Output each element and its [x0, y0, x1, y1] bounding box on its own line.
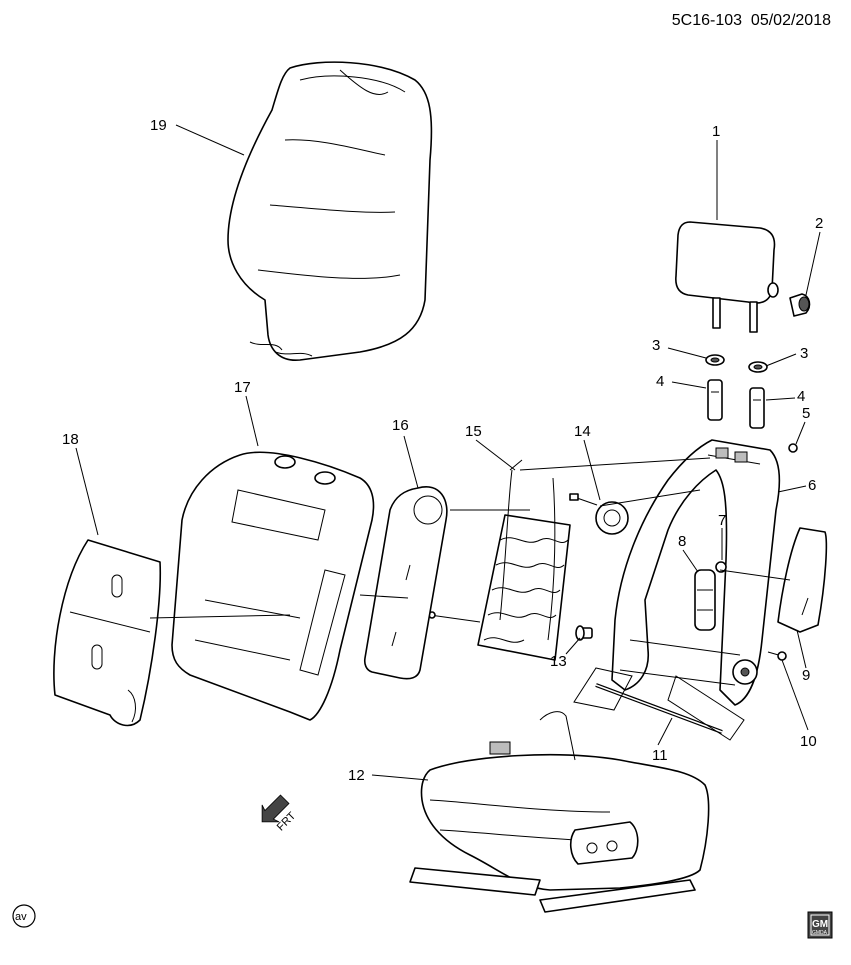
callout-2: 2	[815, 215, 823, 232]
part-3-washers	[705, 354, 768, 373]
diagram-header: 5C16-103 05/02/2018	[672, 12, 831, 30]
front-direction-arrow: FRT	[261, 794, 298, 833]
part-6-seatback-frame	[611, 439, 781, 706]
part-2-guide-cap	[789, 293, 811, 317]
corner-mark: av	[12, 904, 36, 928]
callout-17: 17	[234, 379, 251, 396]
callout-5: 5	[802, 405, 810, 422]
part-17-seatback-pad	[171, 451, 375, 721]
part-13-bolt	[575, 625, 593, 641]
callout-15: 15	[465, 423, 482, 440]
gm-logo: GM GMDA	[807, 911, 833, 939]
part-7-nut	[715, 561, 727, 573]
callout-11: 11	[652, 747, 668, 764]
part-9-trim-panel	[777, 527, 828, 633]
part-4-guides	[707, 379, 765, 429]
callout-19: 19	[150, 117, 167, 134]
part-1-headrest	[675, 221, 779, 333]
callout-18: 18	[62, 431, 79, 448]
gm-logo-subtext: GMDA	[812, 930, 828, 936]
part-8-actuator	[694, 569, 716, 631]
corner-mark-label: av	[15, 911, 27, 923]
callout-16: 16	[392, 417, 409, 434]
diagram-id: 5C16-103	[671, 12, 743, 29]
callout-8: 8	[678, 533, 686, 550]
callout-4-left: 4	[656, 373, 664, 390]
diagram-date: 05/02/2018	[750, 12, 831, 29]
callout-6: 6	[808, 477, 816, 494]
callout-1: 1	[712, 123, 720, 140]
callout-12: 12	[348, 767, 365, 784]
callout-4-right: 4	[797, 388, 805, 405]
part-5-bolt	[788, 443, 798, 453]
callout-3-right: 3	[800, 345, 808, 362]
part-16-back-panel	[363, 486, 448, 680]
callout-14: 14	[574, 423, 591, 440]
leader-lines	[75, 124, 821, 781]
part-10-bolt	[767, 651, 787, 661]
callout-9: 9	[802, 667, 810, 684]
part-18-back-board	[53, 539, 162, 727]
callout-13: 13	[550, 653, 567, 670]
callout-10: 10	[800, 733, 817, 750]
part-15-lumbar-mat	[428, 459, 571, 661]
callout-labels: 19 1 2 3 3 4 4 5 6 7 8 9 10 11 12 13 14 …	[62, 117, 823, 784]
part-14-module	[569, 493, 629, 535]
part-11-bar	[573, 667, 745, 741]
part-19-seatback-cover	[227, 61, 433, 361]
part-12-seat-cushion	[409, 711, 710, 913]
callout-3-left: 3	[652, 337, 660, 354]
callout-7: 7	[718, 512, 726, 529]
gm-logo-text: GM	[812, 919, 828, 930]
